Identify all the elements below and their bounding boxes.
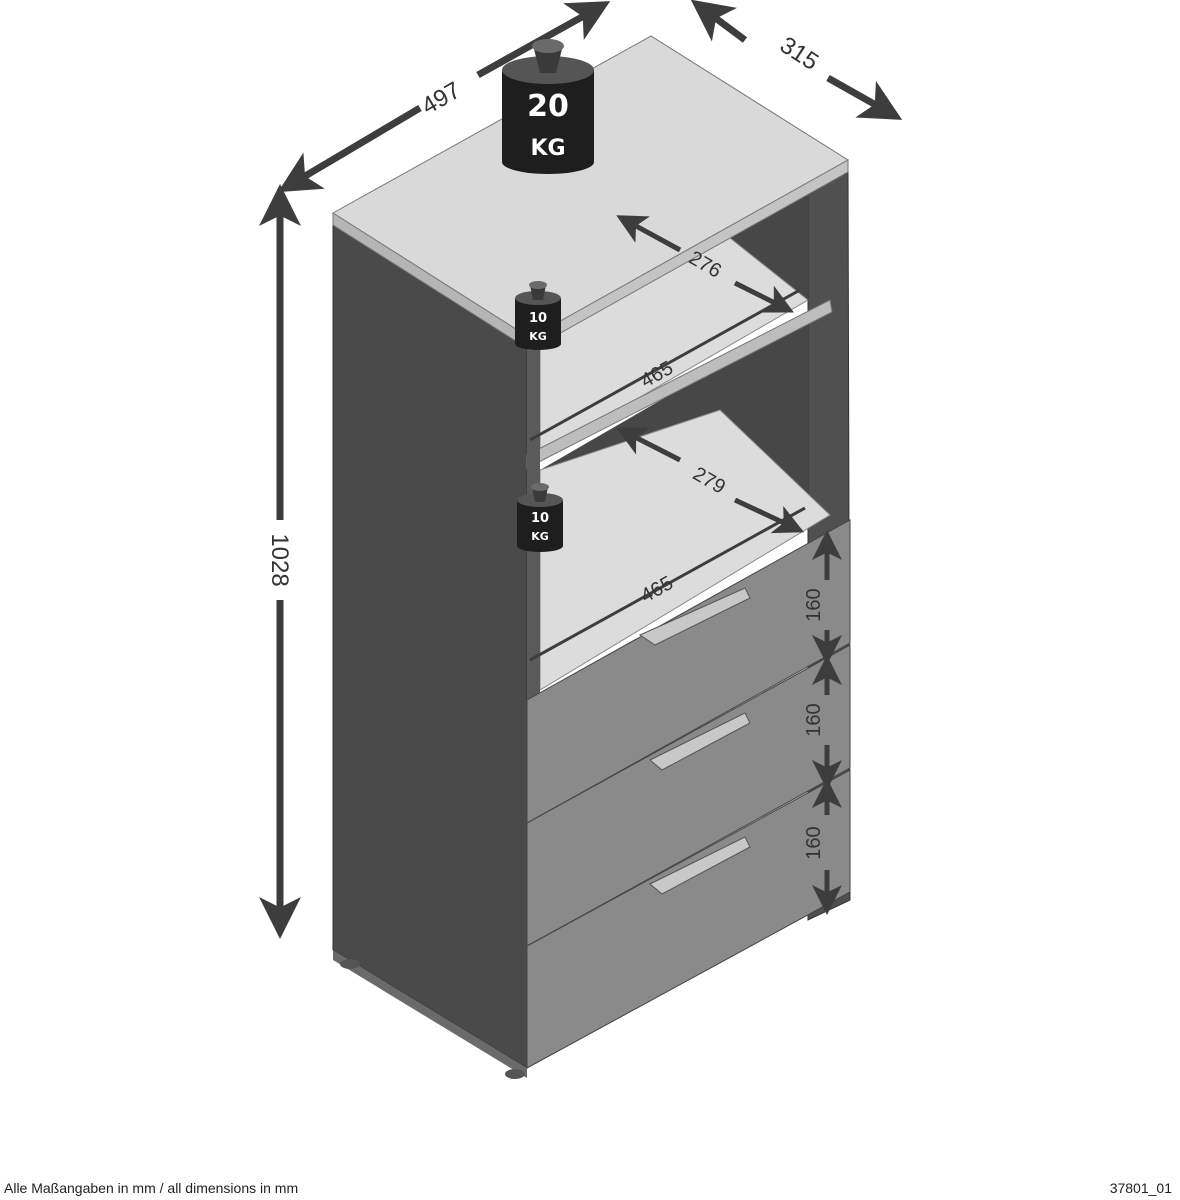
drawer-2-handle[interactable]	[649, 712, 751, 771]
dimension-arrows	[259, 0, 903, 939]
width-label: 497	[417, 77, 465, 120]
weight-10-lower-unit: KG	[531, 530, 549, 543]
height-label: 1028	[266, 533, 293, 586]
drawer-1-handle[interactable]	[638, 587, 751, 646]
depth-label: 315	[775, 31, 823, 75]
weight-10-upper-unit: KG	[529, 330, 547, 343]
depth-arrow	[690, 0, 748, 43]
lower-width-line	[529, 506, 806, 662]
plinth	[333, 950, 527, 1078]
weight-10kg-lower-icon: 10 KG	[517, 483, 563, 552]
weight-20-value: 20	[527, 89, 569, 124]
weight-20-unit: KG	[530, 136, 565, 161]
cabinet	[332, 35, 851, 1079]
drawer-3[interactable]	[526, 769, 851, 1069]
upper-width-line	[529, 288, 801, 442]
width-arrow	[277, 104, 422, 193]
depth-arrow-2	[826, 74, 903, 120]
weight-10-upper-value: 10	[529, 311, 547, 326]
lower-depth-arrow	[616, 427, 682, 463]
weight-20kg-icon: 20 KG	[502, 39, 594, 174]
drawer-3-height-label: 160	[803, 826, 825, 859]
left-side-panel	[332, 221, 528, 1069]
lower-depth-arrow-2	[733, 497, 805, 534]
weight-10-lower-value: 10	[531, 511, 549, 526]
upper-depth-arrow	[616, 215, 682, 253]
drawer-2-height-label: 160	[803, 703, 825, 736]
product-code: 37801_01	[1109, 1180, 1172, 1196]
weight-10kg-upper-icon: 10 KG	[515, 281, 561, 350]
drawer-3-handle[interactable]	[649, 836, 751, 895]
dimensions-note: Alle Maßangaben in mm / all dimensions i…	[4, 1180, 299, 1196]
drawer-2[interactable]	[526, 644, 851, 947]
foot-left	[340, 959, 360, 969]
foot-front	[505, 1069, 525, 1079]
drawer-1-height-label: 160	[803, 588, 825, 621]
drawer-1[interactable]	[526, 519, 851, 824]
